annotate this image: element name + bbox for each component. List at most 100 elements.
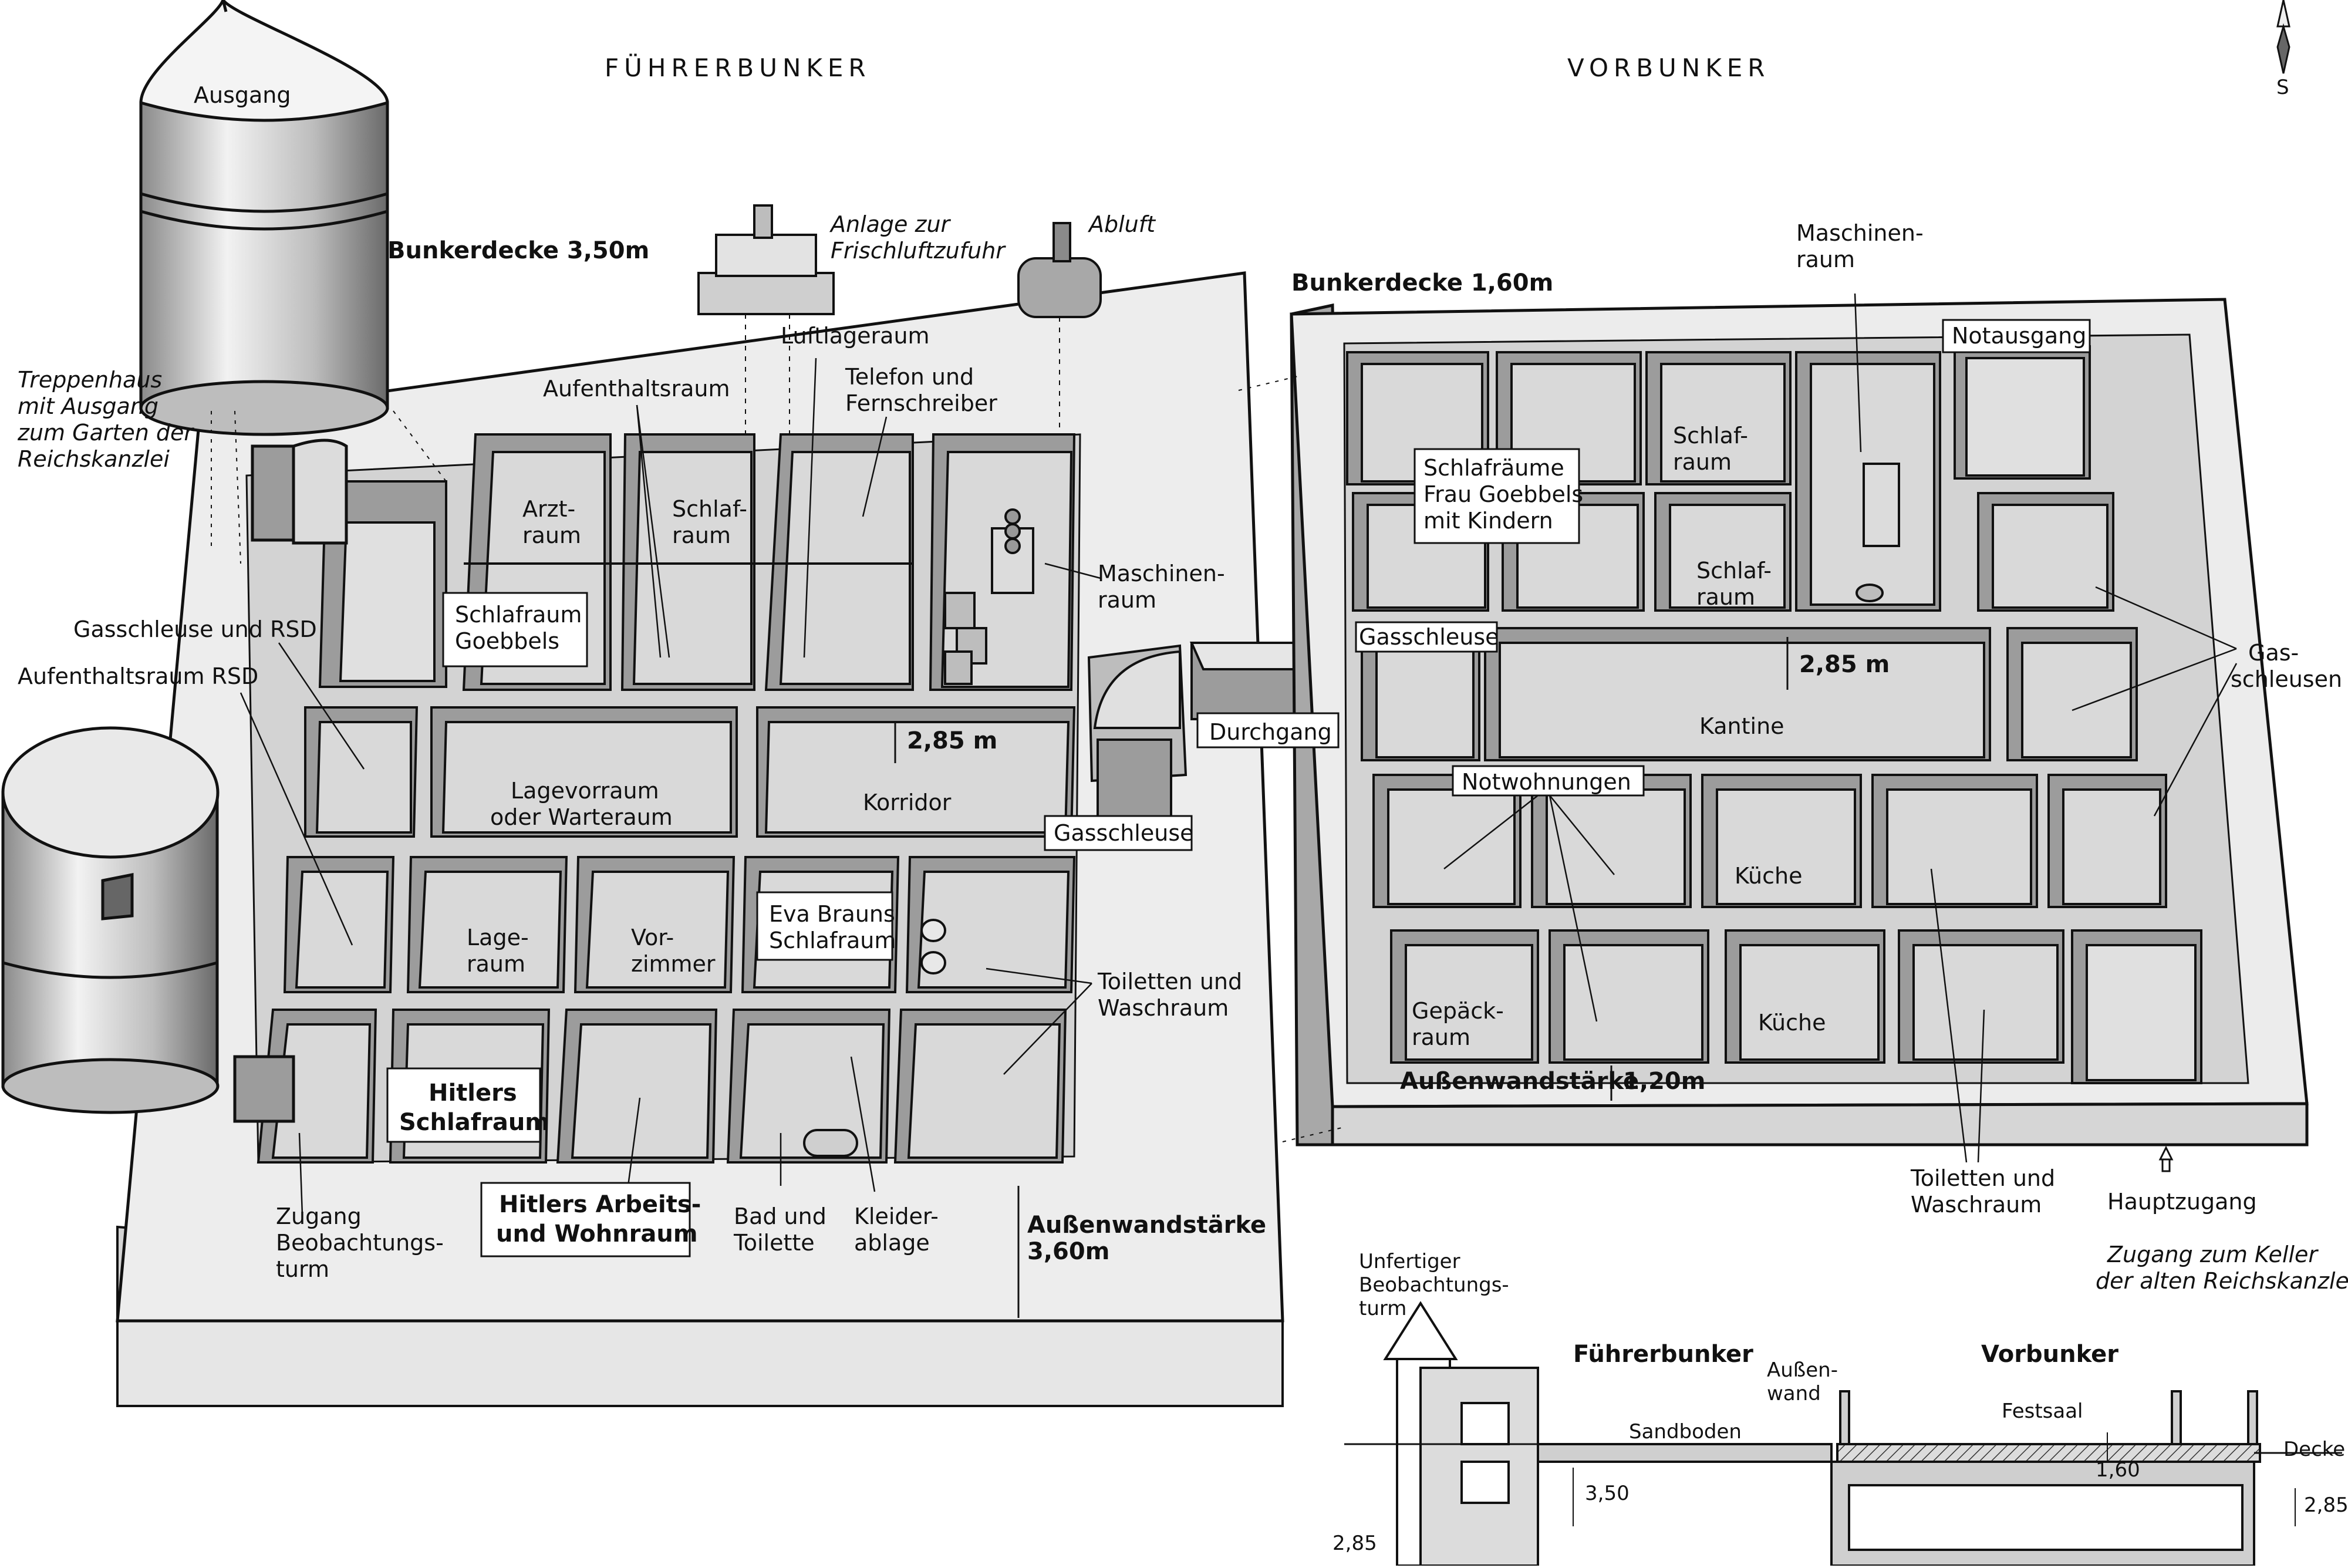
section-tower-1: Unfertiger: [1359, 1250, 1460, 1273]
stair-tower-label: Ausgang: [194, 82, 291, 108]
vb-gasschleusen-1: Gas-: [2248, 640, 2299, 666]
aufenthaltsraum-rsd-label: Aufenthaltsraum RSD: [18, 663, 258, 689]
fb-gasschleuse-label: Gasschleuse: [1054, 820, 1194, 846]
zugang-label-3: turm: [276, 1256, 329, 1282]
kueche-2-label: Küche: [1758, 1010, 1826, 1036]
fresh-air-label-1: Anlage zur: [829, 211, 952, 237]
vb-schlaf-b-1: Schlaf-: [1696, 558, 1772, 584]
schlafraeume-1: Schlafräume: [1423, 455, 1564, 481]
stairwell-note-4: Reichskanzlei: [18, 446, 170, 472]
vent-structures: [697, 204, 1102, 434]
bad-label-2: Toilette: [733, 1230, 815, 1256]
hitler-arbeit-1: Hitlers Arbeits-: [499, 1191, 701, 1218]
vorzimmer-2: zimmer: [631, 951, 716, 977]
lageraum-2: raum: [467, 951, 525, 977]
korridor-label: Korridor: [863, 790, 952, 815]
schlafraeume-3: mit Kindern: [1423, 508, 1553, 534]
vb-schlaf-a-1: Schlaf-: [1673, 423, 1748, 449]
section-vorbunker: Vorbunker: [1981, 1341, 2118, 1368]
fb-ceiling-label: Bunkerdecke 3,50m: [387, 237, 649, 264]
fb-height-label: 2,85 m: [907, 727, 997, 754]
vb-maschinen-1: Maschinen-: [1796, 220, 1924, 246]
keller-label-1: Zugang zum Keller: [2107, 1242, 2319, 1267]
stairwell-note-1: Treppenhaus: [18, 367, 162, 393]
section-decke: Decke: [2283, 1438, 2345, 1461]
vb-height-label: 2,85 m: [1799, 651, 1890, 678]
hauptzugang-label: Hauptzugang: [2107, 1189, 2257, 1215]
section-d285a: 2,85: [1332, 1532, 1377, 1555]
stairwell-note-2: mit Ausgang: [18, 393, 158, 419]
compass-icon: [2276, 0, 2290, 74]
lageraum-1: Lage-: [467, 925, 529, 950]
schlafraum-goebbels-2: Goebbels: [455, 628, 559, 654]
telefon-label-2: Fernschreiber: [845, 390, 997, 416]
bad-label-1: Bad und: [734, 1203, 826, 1229]
section-sandboden: Sandboden: [1629, 1420, 1742, 1444]
exit-tower: [139, 0, 389, 545]
hitler-schlaf-1: Hitlers: [429, 1080, 517, 1107]
fb-toiletten-1: Toiletten und: [1097, 969, 1242, 994]
section-tower-3: turm: [1359, 1297, 1406, 1320]
vb-gasschleusen-2: schleusen: [2231, 666, 2342, 692]
vb-ceiling-label: Bunkerdecke 1,60m: [1291, 269, 1553, 296]
exhaust-label: Abluft: [1087, 211, 1156, 237]
fb-maschinen-label-2: raum: [1098, 587, 1156, 613]
durchgang-label: Durchgang: [1209, 719, 1332, 745]
schlafraeume-2: Frau Goebbels: [1423, 481, 1583, 507]
section-d350: 3,50: [1585, 1482, 1630, 1505]
section-aussenwand-2: wand: [1767, 1382, 1821, 1405]
title-fuehrerbunker: FÜHRERBUNKER: [605, 53, 871, 82]
notausgang-label: Notausgang: [1952, 323, 2086, 349]
eva-label-2: Schlafraum: [769, 928, 896, 953]
vb-toiletten-1: Toiletten und: [1910, 1165, 2055, 1191]
kleider-label-2: ablage: [854, 1230, 930, 1256]
fb-outer-wall-2: 3,60m: [1027, 1238, 1109, 1265]
compass-south-label: S: [2276, 76, 2289, 99]
eva-label-1: Eva Brauns: [769, 901, 895, 927]
kleider-label-1: Kleider-: [854, 1203, 939, 1229]
hitler-schlaf-2: Schlafraum: [399, 1109, 549, 1136]
schlafraum-goebbels-1: Schlafraum: [455, 602, 582, 628]
dimension-arrows: [894, 637, 2174, 1318]
aufenthaltsraum-label: Aufenthaltsraum: [543, 376, 730, 402]
hitler-arbeit-2: und Wohnraum: [496, 1220, 698, 1247]
title-vorbunker: VORBUNKER: [1567, 53, 1770, 82]
stairwell-note-3: zum Garten der: [17, 420, 194, 446]
gepaeck-1: Gepäck-: [1412, 998, 1504, 1024]
zugang-label-2: Beobachtungs-: [276, 1230, 444, 1256]
fb-maschinen-label-1: Maschinen-: [1098, 561, 1225, 586]
zugang-label-1: Zugang: [276, 1203, 362, 1229]
fb-toiletten-2: Waschraum: [1098, 995, 1229, 1021]
arzt-label-1: Arzt-: [522, 496, 575, 522]
kantine-label: Kantine: [1699, 713, 1784, 739]
vb-toiletten-2: Waschraum: [1911, 1192, 2042, 1218]
notwohnungen-label: Notwohnungen: [1462, 769, 1631, 795]
telefon-label-1: Telefon und: [845, 364, 974, 390]
fuehrerbunker-rooms: [257, 433, 1076, 1164]
vb-schlaf-a-2: raum: [1673, 449, 1732, 475]
vb-schlaf-b-2: raum: [1696, 584, 1755, 610]
gepaeck-2: raum: [1412, 1024, 1470, 1050]
section-diagram: [1344, 1301, 2342, 1567]
keller-label-2: der alten Reichskanzlei: [2096, 1268, 2348, 1294]
vb-gasschleuse-label: Gasschleuse: [1359, 624, 1499, 650]
luftlageraum-label: Luftlageraum: [781, 323, 930, 349]
gasschleuse-rsd-label: Gasschleuse und RSD: [73, 616, 317, 642]
arzt-label-2: raum: [522, 522, 581, 548]
kueche-1-label: Küche: [1735, 863, 1802, 889]
fb-outer-wall-1: Außenwandstärke: [1027, 1212, 1266, 1239]
lagevorraum-2: oder Warteraum: [490, 804, 673, 830]
section-d160: 1,60: [2096, 1458, 2140, 1482]
observation-tower: [1, 726, 295, 1123]
fresh-air-label-2: Frischluftzufuhr: [831, 238, 1006, 264]
vb-outer-wall-label: Außenwandstärke: [1400, 1068, 1639, 1095]
section-festsaal: Festsaal: [2002, 1400, 2083, 1423]
fb-schlaf-label-1: Schlaf-: [672, 496, 747, 522]
fb-schlaf-label-2: raum: [672, 522, 731, 548]
section-d285b: 2,85: [2304, 1493, 2348, 1517]
projection-lines: [211, 375, 1345, 1142]
vb-maschinen-2: raum: [1796, 247, 1855, 272]
label-boxes: [386, 319, 2091, 1257]
